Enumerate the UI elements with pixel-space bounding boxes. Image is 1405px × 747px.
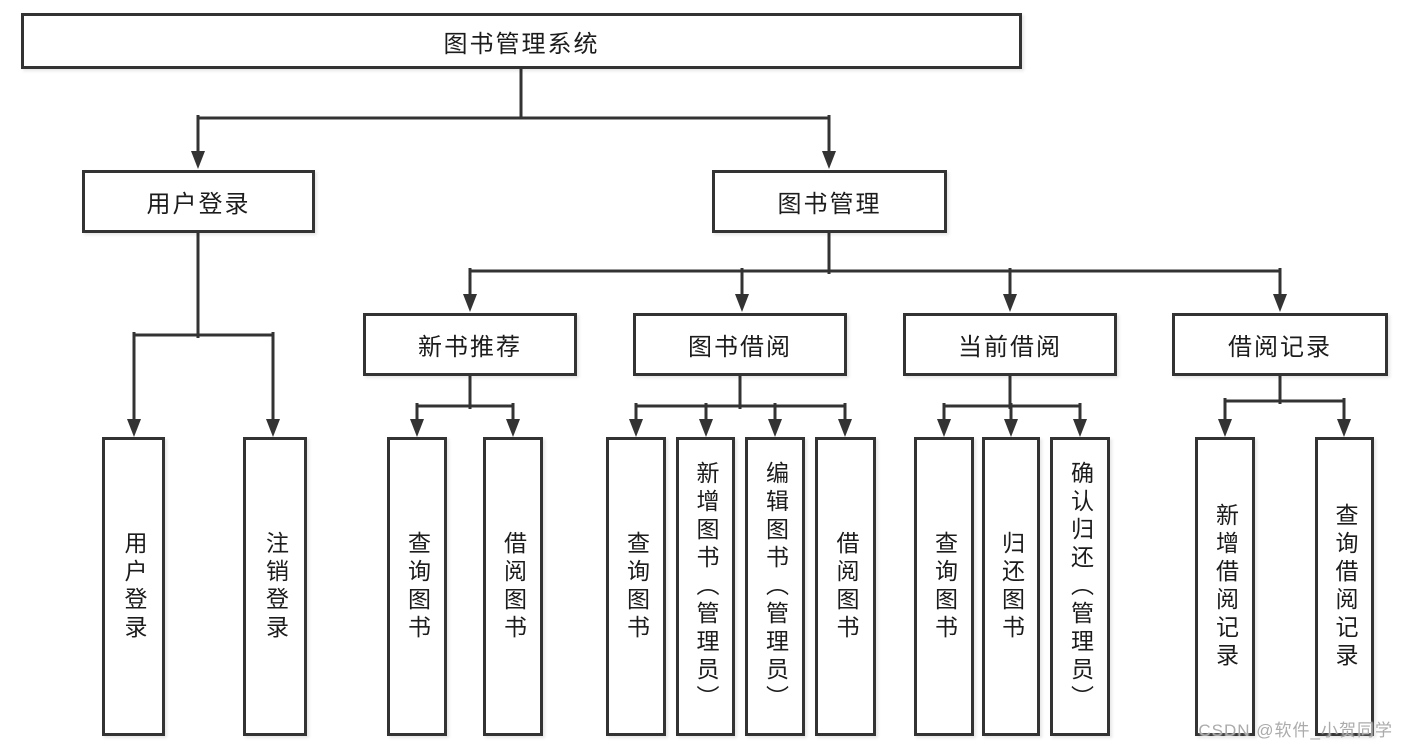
node-label: 新增图书（管理员）	[693, 460, 719, 713]
node-label: 用户登录	[146, 191, 251, 218]
arrowhead	[463, 294, 477, 312]
arrowhead	[822, 151, 836, 169]
node-user-login: 用户登录	[82, 170, 315, 233]
arrowhead	[410, 419, 424, 437]
csdn-watermark: CSDN @软件_小贺同学	[1198, 721, 1393, 740]
node-label: 查询图书	[404, 530, 431, 643]
node-label: 当前借阅	[958, 334, 1062, 361]
node-label: 查询图书	[623, 530, 650, 643]
arrowhead	[629, 419, 643, 437]
arrowhead	[768, 419, 782, 437]
node-label: 新书推荐	[418, 334, 522, 361]
arrowhead	[699, 419, 713, 437]
arrowhead	[1273, 294, 1287, 312]
node-label: 新增借阅记录	[1212, 502, 1239, 671]
arrowhead	[1073, 419, 1087, 437]
node-label: 查询借阅记录	[1332, 502, 1358, 671]
node-label: 注销登录	[262, 530, 289, 643]
leaf-borrow-books: 借阅图书	[815, 437, 876, 736]
node-label: 用户登录	[121, 530, 147, 643]
leaf-add-borrow-record: 新增借阅记录	[1195, 437, 1255, 736]
leaf-add-book-admin: 新增图书（管理员）	[676, 437, 735, 736]
node-label: 归还图书	[998, 530, 1025, 643]
node-label: 借阅图书	[833, 530, 859, 643]
node-label: 借阅记录	[1228, 334, 1332, 361]
leaf-return-book: 归还图书	[982, 437, 1040, 736]
node-book-borrow: 图书借阅	[633, 313, 847, 376]
node-current-borrow: 当前借阅	[903, 313, 1117, 376]
arrowhead	[1004, 419, 1018, 437]
node-label: 图书管理系统	[443, 30, 600, 58]
arrowhead	[937, 419, 951, 437]
arrowhead	[506, 419, 520, 437]
node-label: 查询图书	[931, 530, 958, 643]
node-label: 确认归还（管理员）	[1067, 460, 1094, 713]
arrowhead	[838, 419, 852, 437]
leaf-confirm-return-admin: 确认归还（管理员）	[1050, 437, 1110, 736]
leaf-edit-book-admin: 编辑图书（管理员）	[745, 437, 805, 736]
leaf-query-borrow-record: 查询借阅记录	[1315, 437, 1374, 736]
node-label: 编辑图书（管理员）	[762, 460, 789, 713]
arrowhead	[266, 419, 280, 437]
node-label: 借阅图书	[500, 530, 527, 643]
leaf-query-books-borrow: 查询图书	[606, 437, 666, 736]
leaf-query-books-recommend: 查询图书	[387, 437, 447, 736]
arrowhead	[191, 151, 205, 169]
node-label: 图书管理	[777, 191, 882, 218]
root-node: 图书管理系统	[21, 13, 1022, 69]
arrowhead	[1003, 294, 1017, 312]
arrowhead	[127, 419, 141, 437]
leaf-borrow-books-recommend: 借阅图书	[483, 437, 543, 736]
node-book-management: 图书管理	[712, 170, 947, 233]
arrowhead	[1337, 419, 1351, 437]
arrowhead	[1218, 419, 1232, 437]
leaf-query-books-current: 查询图书	[914, 437, 974, 736]
node-new-book-recommend: 新书推荐	[363, 313, 577, 376]
leaf-logout: 注销登录	[243, 437, 307, 736]
arrowhead	[735, 294, 749, 312]
node-borrow-records: 借阅记录	[1172, 313, 1388, 376]
leaf-user-login: 用户登录	[102, 437, 165, 736]
node-label: 图书借阅	[688, 334, 792, 361]
